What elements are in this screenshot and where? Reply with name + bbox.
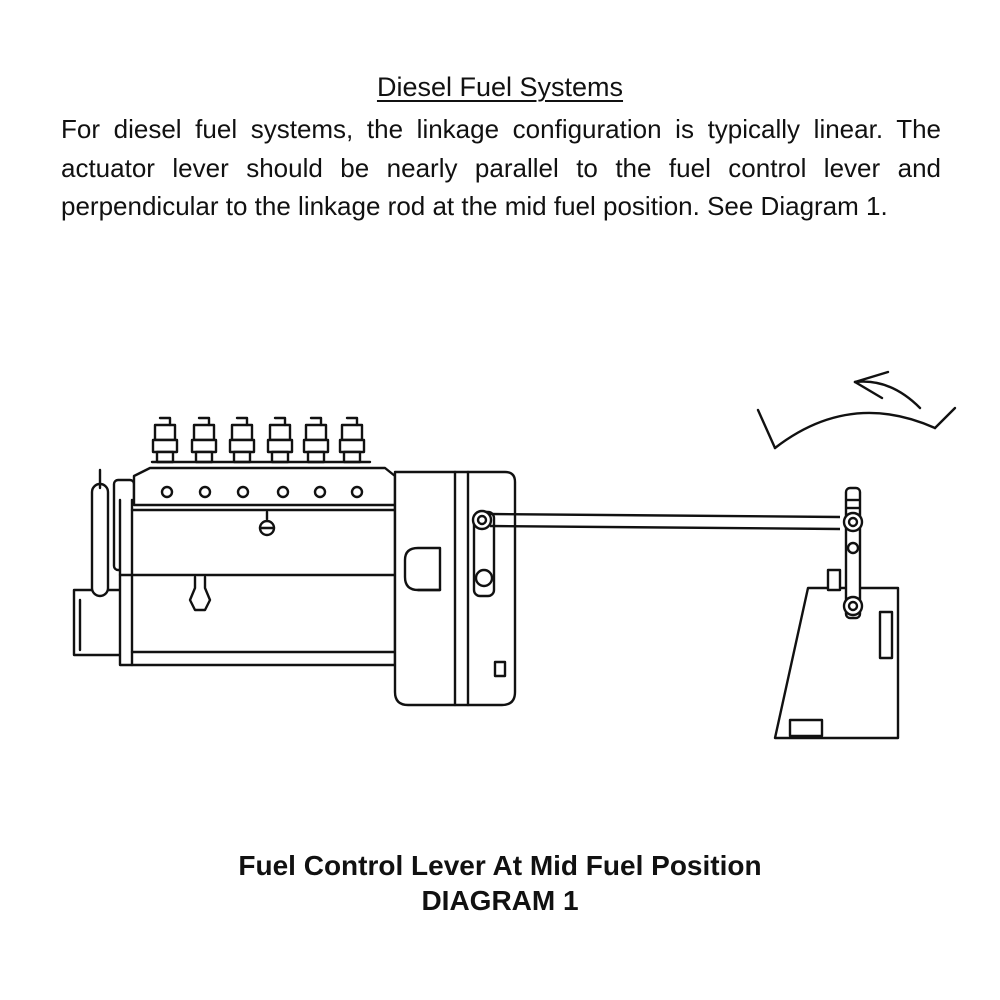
figure-label: DIAGRAM 1 bbox=[421, 885, 579, 916]
section-heading: Diesel Fuel Systems bbox=[0, 70, 1000, 104]
figure-caption: Fuel Control Lever At Mid Fuel Position bbox=[238, 850, 762, 881]
section-heading-text: Diesel Fuel Systems bbox=[376, 72, 624, 102]
actuator-lever bbox=[842, 486, 864, 620]
body-paragraph: For diesel fuel systems, the linkage con… bbox=[61, 114, 941, 221]
linkage-rod bbox=[489, 512, 841, 531]
fuel-control-lever bbox=[471, 509, 496, 598]
motion-arrow-icon bbox=[756, 370, 957, 450]
injector-fittings bbox=[150, 416, 372, 464]
actuator bbox=[773, 568, 900, 740]
fuel-injection-pump bbox=[72, 416, 517, 707]
